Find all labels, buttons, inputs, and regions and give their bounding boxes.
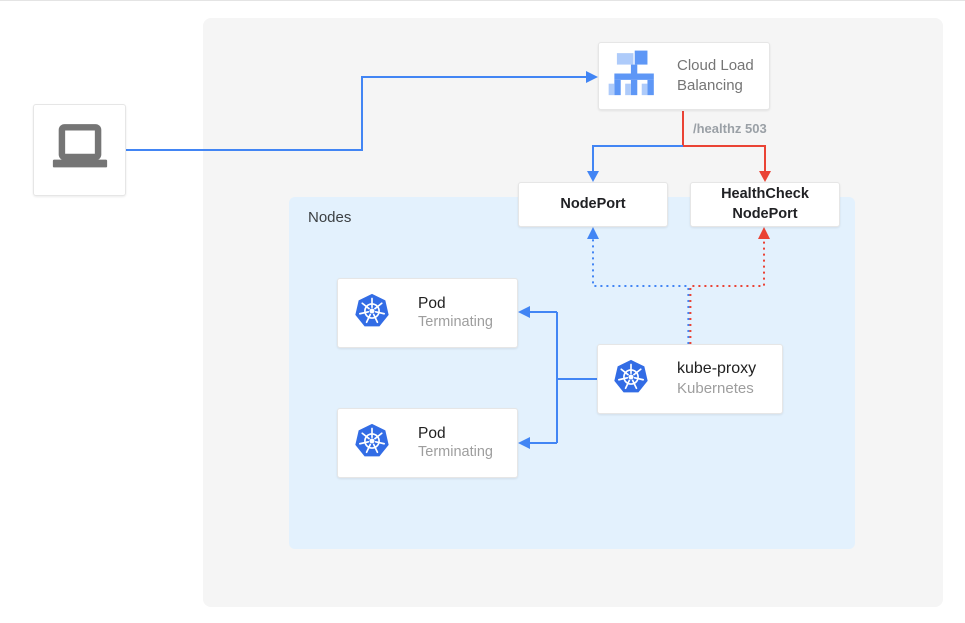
pod-title: Pod: [418, 294, 446, 312]
kube-proxy-card: kube-proxy Kubernetes: [597, 344, 783, 414]
kube-proxy-subtitle: Kubernetes: [677, 380, 754, 398]
kubernetes-icon: [352, 421, 392, 466]
nodeport-label: NodePort: [560, 195, 626, 212]
client-laptop-card: [33, 104, 126, 196]
cloud-load-balancing-icon: [608, 48, 664, 104]
laptop-icon: [49, 122, 111, 179]
kubernetes-icon: [352, 291, 392, 336]
healthz-503-label: /healthz 503: [693, 121, 767, 136]
healthcheck-nodeport-label: HealthCheck NodePort: [721, 185, 809, 222]
kube-proxy-title: kube-proxy: [677, 360, 757, 378]
pod-card-2: Pod Terminating: [337, 408, 518, 478]
nodes-panel-label: Nodes: [308, 209, 352, 226]
kubernetes-icon: [611, 357, 651, 402]
cloud-load-balancing-card: Cloud Load Balancing: [598, 42, 770, 110]
pod-status: Terminating: [418, 314, 493, 331]
pod-status: Terminating: [418, 444, 493, 461]
cloud-load-balancing-label: Cloud Load Balancing: [677, 56, 754, 94]
pod-card-1: Pod Terminating: [337, 278, 518, 348]
pod-title: Pod: [418, 424, 446, 442]
nodeport-box: NodePort: [518, 182, 668, 227]
healthcheck-nodeport-box: HealthCheck NodePort: [690, 182, 840, 227]
